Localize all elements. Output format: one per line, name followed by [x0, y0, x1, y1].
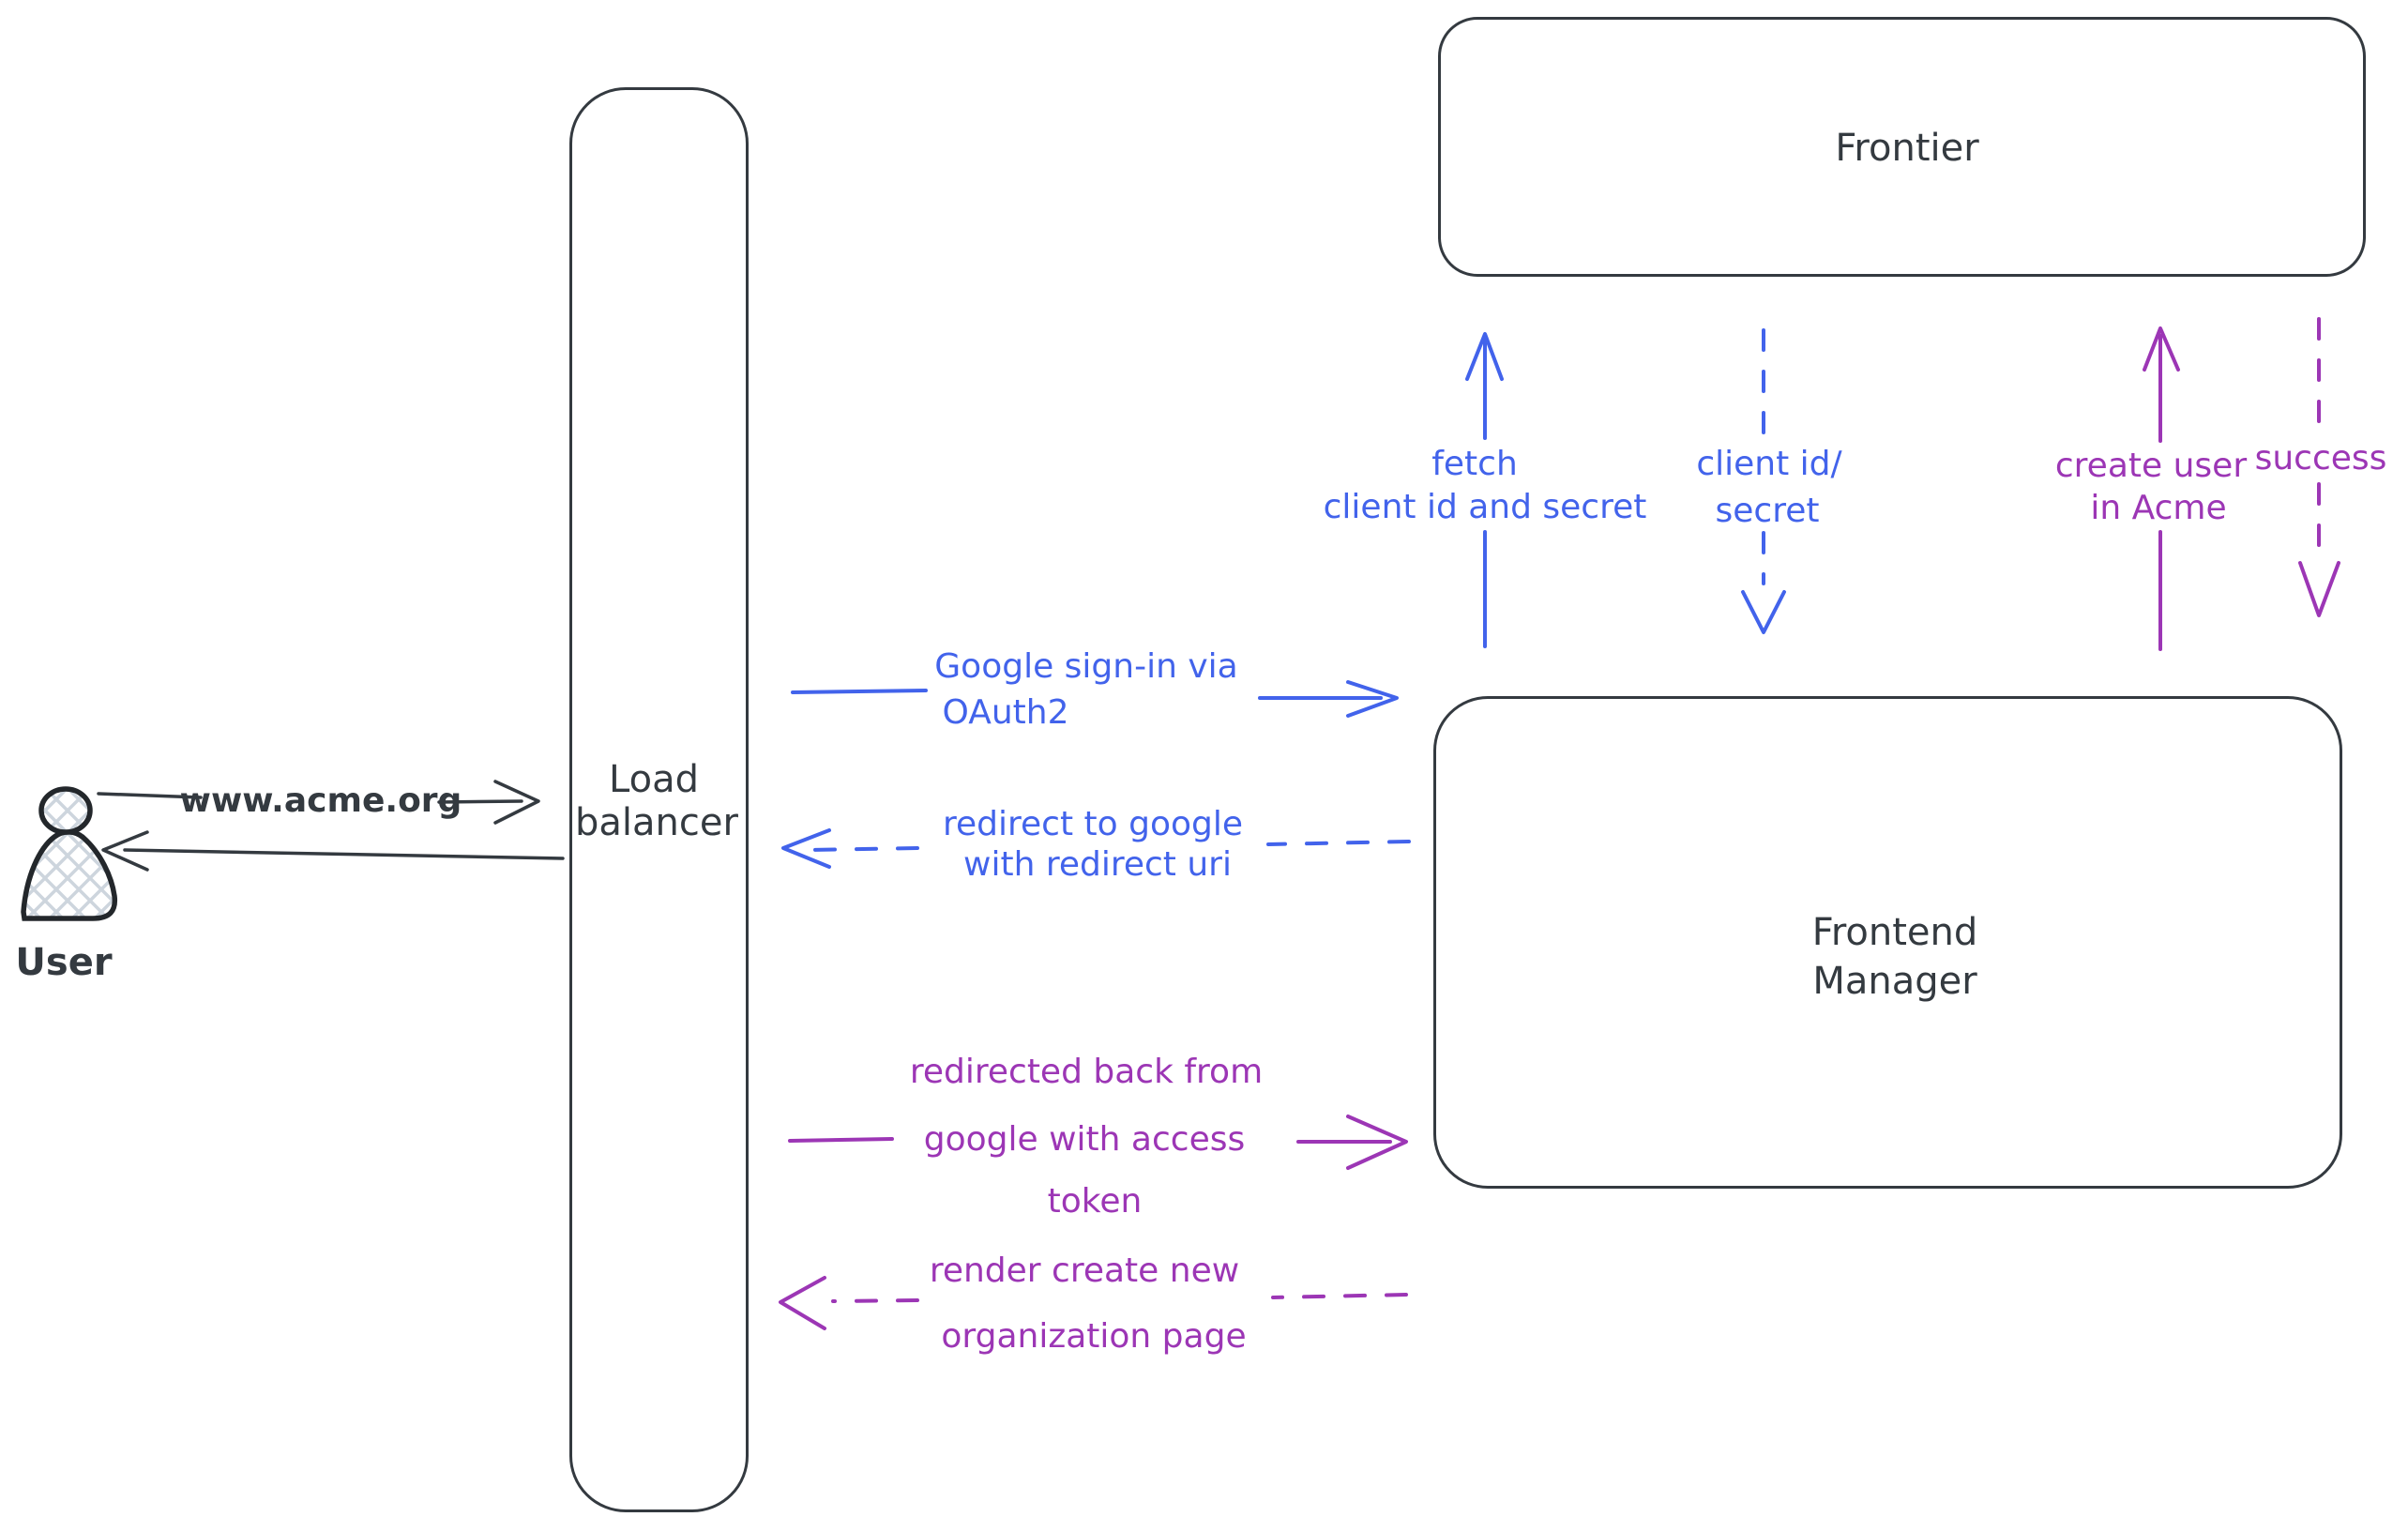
render-org-page-label-line1: render create new [929, 1251, 1240, 1291]
redirected-back-label-line1: redirected back from [909, 1053, 1264, 1092]
arrowhead-up [2143, 326, 2180, 372]
arrow-success [2298, 317, 2340, 617]
redirect-google-label-line2: with redirect uri [963, 845, 1232, 885]
arrowhead-right [493, 780, 540, 825]
arrow-www-response [101, 830, 565, 872]
fetch-credentials-label-line1: fetch [1431, 445, 1518, 484]
frontier-label: Frontier [1835, 127, 1979, 170]
arrowhead-down [1741, 590, 1786, 634]
client-id-secret-label-line2: secret [1715, 492, 1820, 531]
arrow-redirected-back [788, 1115, 1408, 1170]
arrow-client-id-secret [1741, 328, 1786, 634]
node-frontend-manager [1433, 696, 2342, 1189]
arrowhead-right [1346, 680, 1399, 718]
arrow-render-org-page [779, 1276, 1408, 1330]
arrow-create-user [2143, 326, 2180, 651]
arrow-redirect-google [781, 828, 1411, 869]
arrow-www-request [97, 780, 540, 825]
arrowhead-down [2298, 561, 2340, 617]
load-balancer-label-line1: Load [609, 758, 699, 801]
user-label: User [15, 941, 113, 984]
arrow-google-signin [791, 680, 1399, 718]
user-icon [21, 786, 118, 921]
google-signin-label-line2: OAuth2 [942, 693, 1069, 733]
arrowhead-left [781, 828, 831, 869]
www-request-label: www.acme.org [179, 781, 462, 821]
frontend-manager-label-line2: Manager [1812, 960, 1977, 1003]
arrowhead-left [101, 830, 149, 872]
node-frontier [1438, 17, 2366, 277]
fetch-credentials-label-line2: client id and secret [1323, 488, 1647, 527]
load-balancer-label-line2: balancer [575, 801, 738, 844]
create-user-label-line2: in Acme [2090, 489, 2227, 528]
success-label: success [2254, 439, 2387, 478]
redirected-back-label-line2: google with access [923, 1120, 1246, 1160]
frontend-manager-label-line1: Frontend [1811, 911, 1978, 954]
redirect-google-label-line1: redirect to google [942, 805, 1244, 844]
user-head [38, 786, 93, 835]
arrowhead-right [1346, 1115, 1408, 1170]
redirected-back-label-line3: token [1047, 1182, 1143, 1221]
create-user-label-line1: create user [2054, 447, 2248, 486]
arrowhead-left [779, 1276, 826, 1330]
node-load-balancer [569, 87, 749, 1512]
arrow-fetch-credentials [1465, 332, 1504, 648]
render-org-page-label-line2: organization page [941, 1317, 1247, 1357]
google-signin-label-line1: Google sign-in via [934, 647, 1238, 687]
user-body [21, 829, 118, 921]
client-id-secret-label-line1: client id/ [1696, 445, 1842, 484]
arrowhead-up [1465, 332, 1504, 381]
